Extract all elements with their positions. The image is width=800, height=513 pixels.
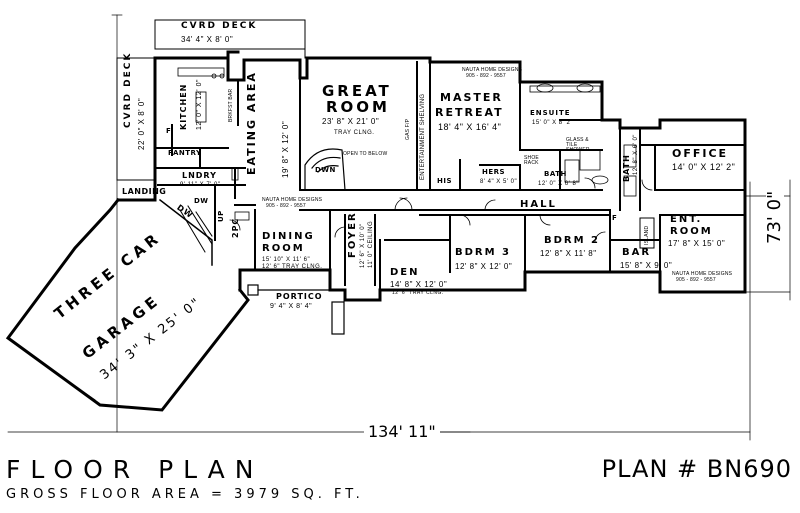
bdrm2-label: BDRM 2 (544, 235, 601, 246)
bdrm3-dim: 12' 8" X 12' 0" (455, 262, 513, 271)
fridge-label: F (166, 127, 173, 135)
master-label-1: MASTER (440, 91, 503, 104)
garage-openings (29, 209, 111, 401)
cvrd-deck-side-label: CVRD DECK (123, 51, 133, 128)
pc-label: 2PC (231, 217, 240, 238)
open-to-below-label: OPEN TO BELOW (343, 151, 388, 157)
cvrd-deck-side-dim: 22' 0" X 8' 0" (137, 97, 146, 150)
ensuite-label: ENSUITE (530, 109, 571, 117)
master-label-2: RETREAT (435, 106, 504, 119)
eating-area-label: EATING AREA (245, 71, 258, 175)
fixtures (177, 67, 637, 221)
portico-label: PORTICO (276, 292, 323, 301)
brkfst-bar-label: BRKFST BAR (228, 88, 234, 122)
portico-posts (247, 284, 345, 335)
foyer-dim: 12' 6" X 10' 0" (360, 223, 366, 268)
shoe-rack-label: SHOE RACK (524, 155, 539, 166)
ent-room-label-2: ROOM (670, 226, 713, 237)
his-label: HIS (437, 177, 453, 185)
watermark-phone-1: 905 - 892 - 9557 (466, 73, 506, 79)
watermark-company-3: NAUTA HOME DESIGNS (672, 271, 733, 277)
ent-room-dim: 17' 8" X 15' 0" (668, 239, 726, 248)
cvrd-deck-top-dim: 34' 4" X 8' 0" (181, 35, 234, 44)
kitchen-label: KITCHEN (179, 83, 188, 130)
great-room-note: TRAY CLNG. (334, 130, 375, 136)
covered-deck-top (154, 19, 306, 59)
dwn-stair-label: DWN (315, 166, 336, 174)
bath-right-label: BATH (622, 154, 631, 182)
foyer-note: 11' 0" CEILING (368, 220, 374, 268)
master-dim: 18' 4" X 16' 4" (438, 122, 502, 132)
up-label: UP (217, 210, 225, 222)
curved-stair (304, 148, 346, 191)
dining-label-2: ROOM (262, 243, 305, 254)
dw-label: DW (194, 197, 209, 205)
bar-label: BAR (622, 247, 652, 258)
watermark-company-1: NAUTA HOME DESIGNS (462, 67, 523, 73)
landing-label: LANDING (122, 187, 167, 196)
portico-dim: 9' 4" X 8' 4" (270, 303, 313, 310)
plan-number: PLAN # BN690 (601, 455, 792, 483)
bdrm3-label: BDRM 3 (455, 247, 512, 258)
dining-dim: 15' 10" X 11' 6" (262, 257, 311, 263)
dining-note: 12' 6" TRAY CLNG. (262, 264, 323, 270)
hers-dim: 8' 4" X 5' 0" (480, 179, 518, 185)
ent-room-label-1: ENT. (670, 214, 703, 225)
lndry-label: LNDRY (182, 171, 217, 180)
office-dim: 14' 0" X 12' 2" (672, 162, 736, 172)
great-room-label-1: GREAT (322, 82, 392, 100)
covered-deck-side (116, 57, 156, 181)
fridge-label-bar: F (612, 214, 619, 222)
watermark-phone-2: 905 - 892 - 9557 (266, 203, 306, 209)
overall-width-label: 134' 11" (364, 424, 440, 440)
cvrd-deck-top-label: CVRD DECK (181, 21, 258, 31)
great-room-label-2: ROOM (326, 98, 390, 116)
den-label: DEN (390, 267, 420, 278)
ensuite-dim: 15' 0" X 8' 2" (532, 120, 573, 126)
overall-depth-label: 73' 0" (764, 186, 785, 248)
den-note: 12' 6" TRAY CLNG. (392, 290, 444, 296)
gross-floor-area: GROSS FLOOR AREA = 3979 SQ. FT. (6, 487, 364, 502)
entertainment-shelving-label: ENTERTAINMENT SHELVING (420, 93, 426, 180)
lndry-dim: 9' 11" X 7' 0" (180, 182, 221, 188)
foyer-label: FOYER (347, 211, 358, 258)
den-dim: 14' 8" X 12' 0" (390, 280, 448, 289)
door-swings (229, 177, 653, 243)
gas-fp-label: GAS F/P (405, 118, 411, 140)
plan-title: FLOOR PLAN (6, 455, 264, 484)
great-room-dim: 23' 8" X 21' 0" (322, 117, 380, 126)
office-label: OFFICE (672, 147, 729, 160)
bath-master-label: BATH (544, 170, 567, 178)
bath-master-dim: 12' 0" X 6' 8" (538, 181, 579, 187)
hall-label: HALL (520, 199, 557, 210)
hers-label: HERS (482, 168, 506, 176)
bath-right-dim: 12' 8" X 6' 0" (633, 134, 639, 175)
watermark-company-2: NAUTA HOME DESIGNS (262, 197, 323, 203)
bdrm2-dim: 12' 8" X 11' 8" (540, 249, 597, 258)
interior-walls (154, 57, 746, 291)
island-label: ISLAND (644, 225, 650, 245)
pantry-label: PANTRY (168, 149, 202, 157)
dining-label-1: DINING (262, 231, 315, 242)
kitchen-dim: 12' 0" X 12' 0" (196, 79, 203, 130)
watermark-phone-3: 905 - 892 - 9557 (676, 277, 716, 283)
eating-area-dim: 19' 8" X 12' 0" (281, 120, 290, 178)
bar-dim: 15' 8" X 9' 0" (620, 261, 673, 270)
glass-shower-label: GLASS & TILE SHOWER (566, 137, 590, 153)
